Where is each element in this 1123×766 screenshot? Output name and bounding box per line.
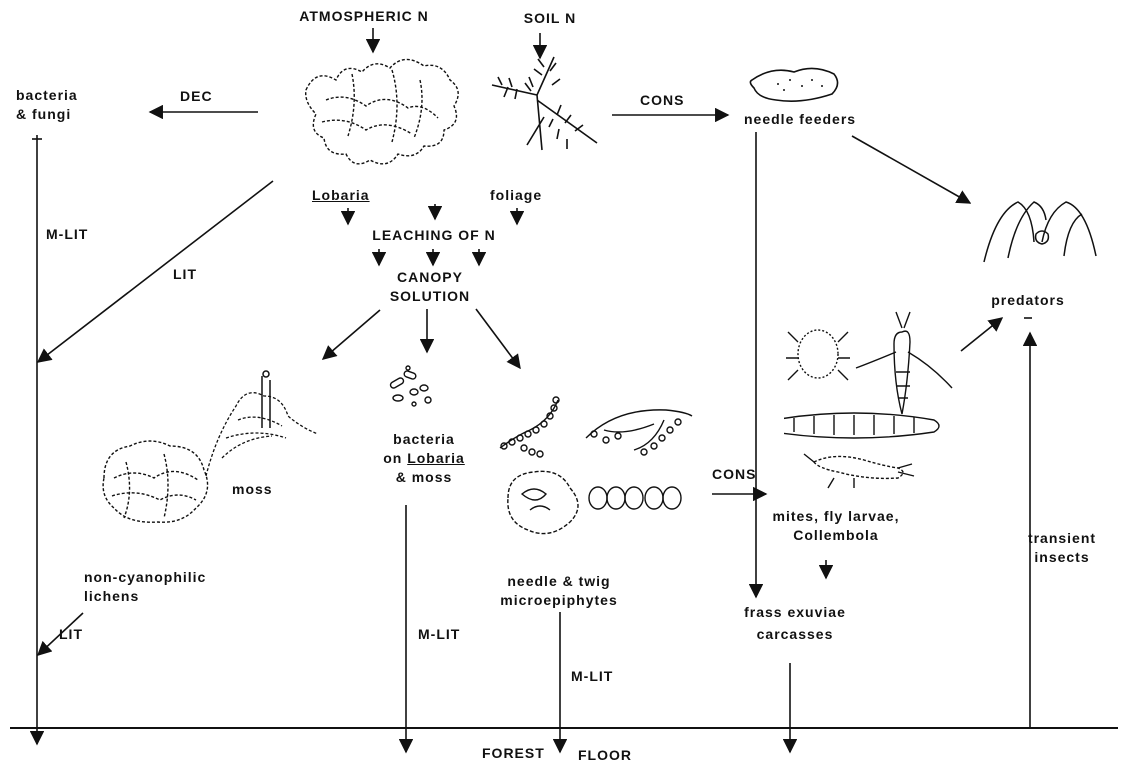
bacteria-lobaria-label-3: & moss — [356, 469, 492, 486]
frass-exuviae-label: frass exuviae — [720, 604, 870, 621]
bacteria-lobaria-text: Lobaria — [407, 450, 465, 466]
mites-to-predators-arrow — [961, 318, 1002, 351]
bacteria-fungi-label-2: & fungi — [16, 106, 71, 123]
microepiphytes-label-2: microepiphytes — [484, 592, 634, 609]
cons-mid-flow-label: CONS — [712, 466, 756, 483]
atmospheric-n-label: ATMOSPHERIC N — [284, 8, 444, 25]
lobaria-label: Lobaria — [312, 187, 370, 204]
transient-insects-label-1: transient — [1006, 530, 1118, 547]
mites-label-2: Collembola — [766, 527, 906, 544]
predators-label: predators — [970, 292, 1086, 309]
mlit-micro-label: M-LIT — [571, 668, 613, 685]
feeders-to-predators-arrow — [852, 136, 970, 203]
mlit-bacteria-label: M-LIT — [418, 626, 460, 643]
moss-label: moss — [232, 481, 273, 498]
mlit-left-label: M-LIT — [46, 226, 88, 243]
foliage-label: foliage — [490, 187, 542, 204]
bacteria-lobaria-label-1: bacteria — [356, 431, 492, 448]
leaching-label: LEACHING OF N — [354, 227, 514, 244]
lichens-label-2: lichens — [84, 588, 139, 605]
lichen-lit-label: LIT — [59, 626, 83, 643]
lit-diagonal-arrow — [38, 181, 273, 362]
bacteria-fungi-label-1: bacteria — [16, 87, 78, 104]
cons-top-flow-label: CONS — [640, 92, 684, 109]
lit-diagonal-label: LIT — [173, 266, 197, 283]
lichens-label-1: non-cyanophilic — [84, 569, 206, 586]
soil-arthropods-icon — [784, 302, 960, 492]
lobaria-lichen-icon — [296, 50, 476, 172]
carcasses-label: carcasses — [720, 626, 870, 643]
microepiphytes-label-1: needle & twig — [484, 573, 634, 590]
forest-label: FOREST — [482, 745, 545, 762]
bacteria-lobaria-label-2: on Lobaria — [356, 450, 492, 467]
non-cyanophilic-lichen-icon — [94, 438, 214, 526]
spider-predator-icon — [980, 192, 1110, 268]
canopy-solution-label-2: SOLUTION — [360, 288, 500, 305]
solution-to-moss-arrow — [323, 310, 380, 359]
conifer-foliage-icon — [482, 55, 608, 155]
solution-to-microepiphytes-arrow — [476, 309, 520, 368]
bacteria-on-text: on — [383, 450, 407, 466]
dec-flow-label: DEC — [180, 88, 213, 105]
floor-label: FLOOR — [578, 747, 632, 764]
bacteria-icon — [384, 364, 440, 414]
canopy-solution-label-1: CANOPY — [360, 269, 500, 286]
transient-insects-label-2: insects — [1006, 549, 1118, 566]
microepiphytes-icon — [494, 390, 704, 538]
needle-feeder-larva-icon — [748, 60, 842, 108]
mites-label-1: mites, fly larvae, — [766, 508, 906, 525]
soil-n-label: SOIL N — [510, 10, 590, 27]
needle-feeders-label: needle feeders — [744, 111, 856, 128]
